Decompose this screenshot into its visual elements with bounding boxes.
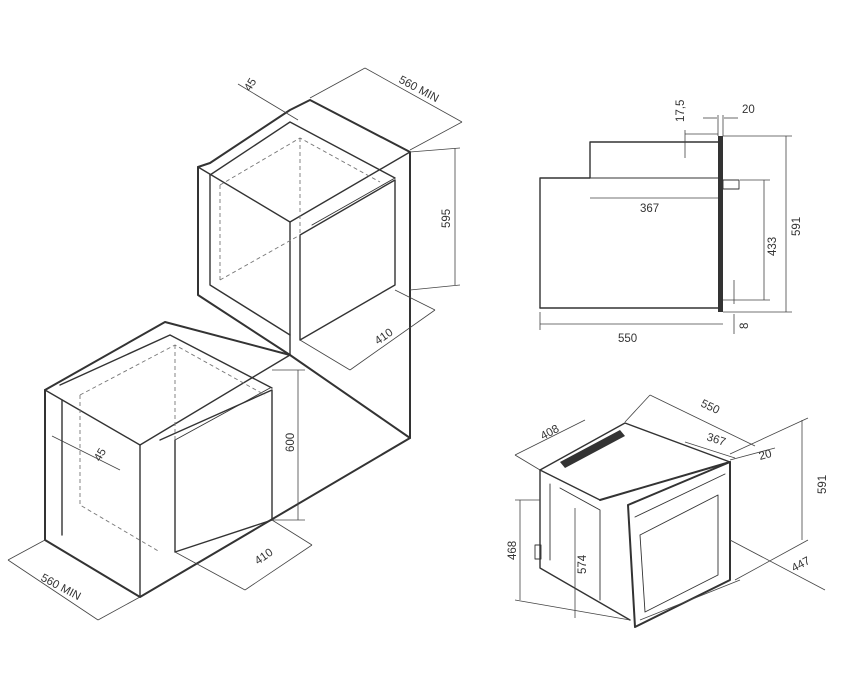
- dim-body-height: 433: [767, 237, 779, 256]
- dim-inner-depth: 367: [640, 203, 659, 215]
- iso-dimension-lines: [514, 394, 826, 621]
- dim-bottom-gap: 45: [92, 446, 109, 463]
- dim-width: 408: [539, 423, 562, 443]
- cabinet-drawing: 45 560 MIN 595 410 45 600 410 560 MIN: [7, 67, 463, 621]
- side-dimension-labels: 17,5 20 367 591 433 8 550: [618, 100, 803, 345]
- dim-inner-depth-iso: 367: [705, 431, 727, 448]
- dim-top-gap: 45: [242, 76, 259, 93]
- dim-total-depth: 550: [618, 333, 637, 345]
- dim-front-thickness-iso: 20: [758, 448, 773, 463]
- cabinet-dimension-lines: [7, 67, 463, 621]
- cabinet-dimension-labels: 45 560 MIN 595 410 45 600 410 560 MIN: [39, 74, 453, 603]
- dim-bottom-depth: 410: [253, 547, 276, 568]
- dim-top-height: 595: [441, 209, 453, 228]
- dim-front-width-iso: 447: [790, 555, 813, 575]
- dim-bottom-width: 560 MIN: [39, 572, 83, 603]
- dim-front-thickness: 20: [742, 104, 755, 116]
- upper-cabinet: [197, 99, 411, 439]
- dim-panel-offset: 17,5: [675, 100, 687, 122]
- dim-top-depth: 410: [373, 327, 396, 348]
- dim-bottom-height: 600: [285, 433, 297, 452]
- dim-total-height-iso: 591: [817, 475, 829, 494]
- oven-side-view: 17,5 20 367 591 433 8 550: [539, 100, 803, 345]
- dim-body-height-iso: 468: [507, 541, 519, 560]
- oven-iso-view: 408 550 367 20 591 468 574 447: [507, 394, 829, 628]
- dim-inner-height-iso: 574: [577, 554, 589, 574]
- dim-bottom-offset: 8: [739, 323, 751, 329]
- side-dimension-lines: [539, 115, 792, 334]
- dim-total-height: 591: [791, 217, 803, 236]
- iso-dimension-labels: 408 550 367 20 591 468 574 447: [507, 398, 829, 575]
- dim-depth: 550: [699, 398, 721, 417]
